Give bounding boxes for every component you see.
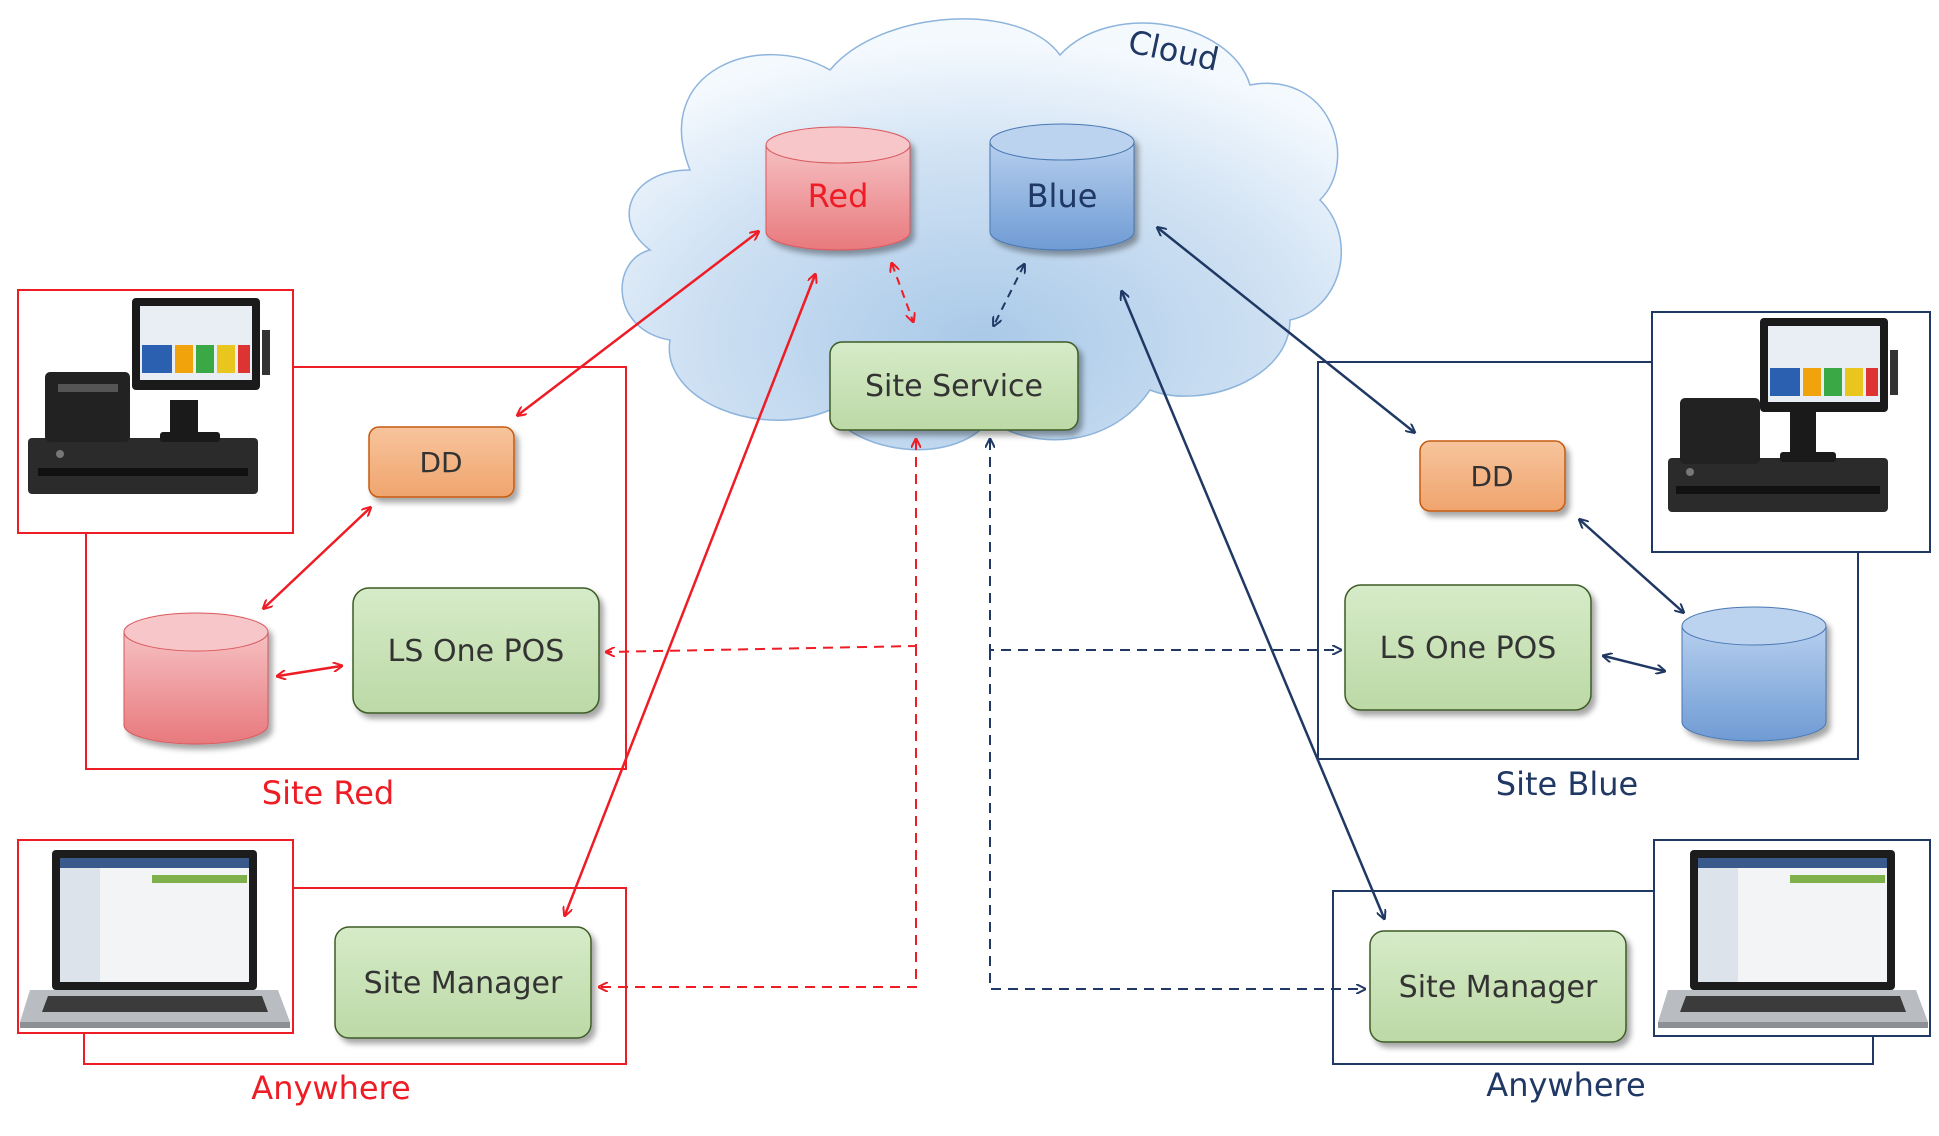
site-manager-red-label: Site Manager — [364, 966, 563, 1001]
dd-red-box[interactable] — [368, 426, 515, 498]
site-manager-red-box[interactable] — [334, 926, 592, 1039]
dd-red-label: DD — [419, 446, 462, 479]
site-service-label: Site Service — [865, 369, 1043, 404]
site-manager-blue-box[interactable] — [1369, 930, 1627, 1043]
ls-one-pos-red-label: LS One POS — [388, 634, 565, 669]
connector-service-to-blue-manager — [989, 650, 1364, 989]
laptop-image — [17, 839, 294, 1034]
connector-blue-db-to-service — [994, 265, 1024, 325]
blue-database-icon — [989, 123, 1135, 251]
site-service-box[interactable] — [829, 341, 1079, 431]
anywhere-red-title: Anywhere — [251, 1069, 410, 1107]
connector-red-db-to-service — [892, 264, 913, 321]
anywhere-blue-title: Anywhere — [1486, 1066, 1645, 1104]
connector-local-db-to-pos — [278, 666, 341, 676]
connector-service-to-red-pos — [607, 440, 916, 652]
blue-database-label: Blue — [1027, 177, 1098, 215]
red-database-icon — [765, 126, 911, 251]
dd-blue-box[interactable] — [1419, 440, 1566, 512]
dd-blue-label: DD — [1470, 460, 1513, 493]
red-database-label: Red — [808, 177, 869, 215]
local-red-database-icon — [123, 612, 269, 745]
local-blue-database-icon — [1681, 606, 1827, 742]
site-red-title: Site Red — [262, 774, 394, 812]
site-manager-blue-label: Site Manager — [1399, 970, 1598, 1005]
pos-terminal-image — [17, 289, 294, 534]
connector-service-to-red-manager — [600, 646, 917, 987]
connector-service-to-blue-pos — [990, 440, 1340, 650]
connector-dd-to-local-db — [264, 508, 370, 608]
site-blue-title: Site Blue — [1496, 765, 1638, 803]
connector-pos-to-local-blue-db — [1604, 656, 1664, 671]
connector-dd-to-local-blue-db — [1580, 520, 1683, 612]
pos-terminal-image — [1651, 311, 1931, 553]
ls-one-pos-blue-label: LS One POS — [1380, 631, 1557, 666]
laptop-image — [1653, 839, 1931, 1037]
